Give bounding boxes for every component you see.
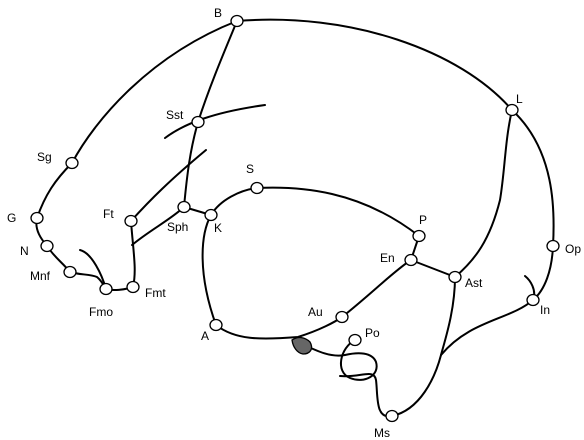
temporal-line bbox=[164, 104, 266, 139]
mastoid-outline bbox=[339, 276, 456, 418]
landmark-marker-sph bbox=[177, 200, 191, 214]
landmark-marker-ft bbox=[124, 214, 138, 228]
landmark-label-fmo: Fmo bbox=[89, 305, 113, 319]
landmark-label-k: K bbox=[214, 221, 222, 235]
landmark-marker-g bbox=[30, 211, 44, 225]
landmark-label-a: A bbox=[201, 329, 209, 343]
landmark-label-ast: Ast bbox=[465, 276, 483, 290]
landmark-label-sph: Sph bbox=[167, 220, 188, 234]
landmark-marker-sst bbox=[191, 115, 205, 129]
landmark-marker-fmo bbox=[99, 282, 113, 296]
landmark-label-ms: Ms bbox=[374, 426, 390, 440]
styloid-process bbox=[291, 336, 313, 355]
landmark-marker-s bbox=[250, 181, 264, 195]
landmark-label-op: Op bbox=[565, 242, 581, 256]
landmark-label-po: Po bbox=[365, 326, 380, 340]
landmark-marker-au bbox=[335, 310, 349, 324]
landmark-label-in: In bbox=[540, 303, 550, 317]
landmark-markers bbox=[30, 14, 560, 423]
landmark-label-au: Au bbox=[308, 305, 323, 319]
landmark-label-en: En bbox=[380, 251, 395, 265]
landmark-label-n: N bbox=[20, 244, 29, 258]
lambdoid-suture bbox=[410, 109, 513, 278]
landmark-label-b: B bbox=[214, 6, 222, 20]
landmark-label-l: L bbox=[516, 92, 523, 106]
porion-loop bbox=[340, 339, 378, 381]
landmark-label-sg: Sg bbox=[37, 150, 52, 164]
vault-outline bbox=[36, 18, 513, 219]
landmark-marker-a bbox=[209, 318, 223, 332]
temporal-fossa-outline bbox=[201, 214, 343, 340]
landmark-label-ft: Ft bbox=[103, 207, 114, 221]
landmark-label-mnf: Mnf bbox=[30, 269, 51, 283]
landmark-label-g: G bbox=[7, 211, 16, 225]
auricular-line bbox=[341, 259, 412, 318]
coronal-suture bbox=[183, 20, 238, 208]
landmark-marker-fmt bbox=[126, 280, 140, 294]
landmark-label-s: S bbox=[246, 162, 254, 176]
landmark-marker-ast bbox=[448, 270, 462, 284]
landmark-label-p: P bbox=[419, 213, 427, 227]
landmark-marker-in bbox=[526, 293, 540, 307]
landmark-label-sst: Sst bbox=[166, 108, 184, 122]
squamosal-suture bbox=[210, 186, 420, 237]
landmark-marker-p bbox=[412, 229, 426, 243]
landmark-marker-mnf bbox=[63, 265, 77, 279]
landmark-marker-b bbox=[230, 14, 244, 28]
landmark-marker-po bbox=[348, 333, 362, 347]
landmark-marker-en bbox=[404, 253, 418, 267]
occipital-outline bbox=[511, 109, 555, 301]
landmark-marker-sg bbox=[65, 156, 79, 170]
landmark-marker-l bbox=[505, 103, 519, 117]
landmark-marker-ms bbox=[385, 409, 399, 423]
landmark-label-fmt: Fmt bbox=[145, 286, 166, 300]
landmark-marker-k bbox=[204, 208, 218, 222]
landmark-marker-op bbox=[546, 239, 560, 253]
landmark-marker-n bbox=[40, 239, 54, 253]
